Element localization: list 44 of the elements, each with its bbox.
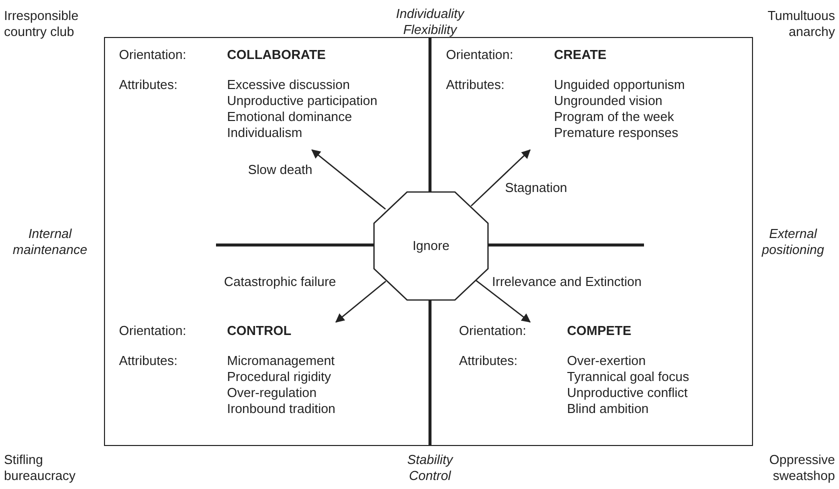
arrow: [470, 149, 531, 206]
attribute-text: Micromanagement: [227, 353, 336, 369]
attribute-text: Over-regulation: [227, 385, 318, 401]
field-label: Attributes:: [119, 353, 179, 369]
field-label: Attributes:: [446, 77, 506, 93]
attribute-text: Procedural rigidity: [227, 369, 332, 385]
orientation-name: COMPETE: [567, 323, 632, 339]
field-label: Orientation:: [119, 47, 188, 63]
axis-label: External positioning: [760, 226, 826, 258]
corner-caption: Irresponsible country club: [4, 8, 80, 40]
field-label: Orientation:: [119, 323, 188, 339]
orientation-name: CREATE: [554, 47, 608, 63]
arrow: [335, 280, 386, 323]
orientation-name: CONTROL: [227, 323, 292, 339]
attribute-text: Ungrounded vision: [554, 93, 664, 109]
attribute-text: Premature responses: [554, 125, 680, 141]
field-label: Attributes:: [119, 77, 179, 93]
arrow: [311, 149, 386, 210]
frame-border: [104, 37, 753, 446]
attribute-text: Emotional dominance: [227, 109, 354, 125]
attribute-text: Over-exertion: [567, 353, 647, 369]
field-label: Orientation:: [446, 47, 514, 63]
attribute-text: Unproductive participation: [227, 93, 378, 109]
attribute-text: Individualism: [227, 125, 304, 141]
axis-label: Stability Control: [406, 452, 454, 484]
field-label: Orientation:: [459, 323, 528, 339]
attribute-text: Ironbound tradition: [227, 401, 336, 417]
orientation-name: COLLABORATE: [227, 47, 327, 63]
attribute-text: Unguided opportunism: [554, 77, 685, 93]
corner-caption: Tumultuous anarchy: [766, 8, 835, 40]
arrow: [475, 279, 531, 323]
attribute-text: Program of the week: [554, 109, 675, 125]
field-label: Attributes:: [459, 353, 519, 369]
node-label: Ignore: [412, 238, 450, 254]
edge-label: Catastrophic failure: [222, 274, 338, 290]
corner-caption: Oppressive sweatshop: [768, 452, 835, 484]
attribute-text: Tyrannical goal focus: [567, 369, 690, 385]
attribute-text: Excessive discussion: [227, 77, 351, 93]
axis-label: Internal maintenance: [12, 226, 88, 258]
axis-label: Individuality Flexibility: [395, 6, 466, 38]
attribute-text: Blind ambition: [567, 401, 650, 417]
edge-label: Stagnation: [503, 180, 570, 196]
attribute-text: Unproductive conflict: [567, 385, 689, 401]
corner-caption: Stifling bureaucracy: [4, 452, 77, 484]
